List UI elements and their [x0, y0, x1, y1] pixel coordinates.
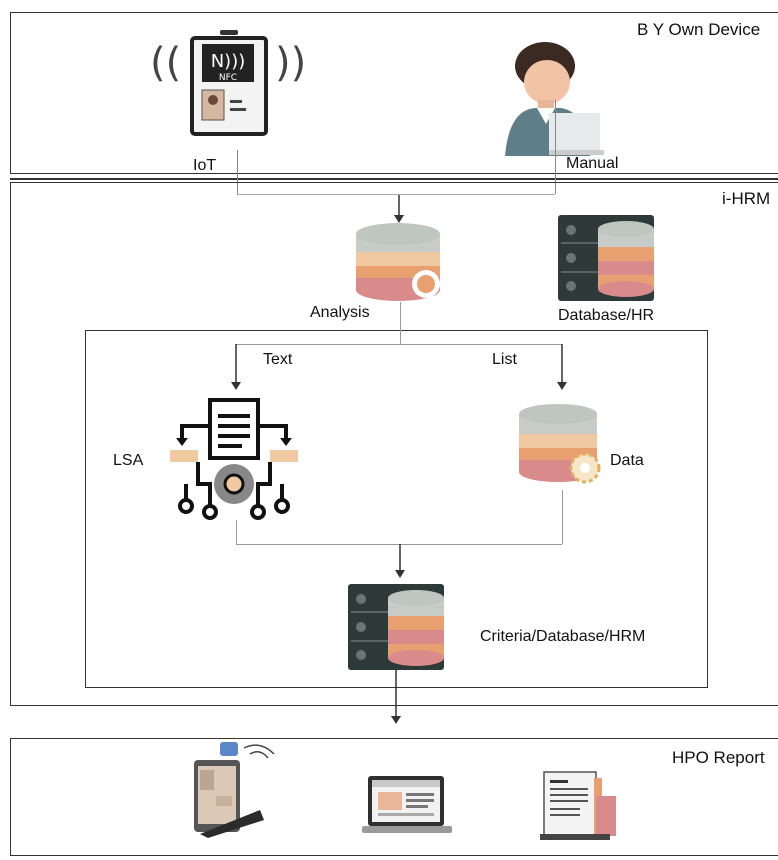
nfc-text: NFC — [219, 73, 237, 83]
lsa-label: LSA — [113, 452, 144, 469]
data-label: Data — [610, 452, 644, 469]
ihrm-panel-title: i-HRM — [722, 189, 771, 208]
svg-text:((: (( — [150, 40, 181, 86]
laptop-icon — [362, 776, 452, 833]
device-panel-title: B Y Own Device — [637, 20, 761, 39]
arrow-down-icon — [391, 670, 401, 724]
arrow-down-icon — [557, 344, 567, 390]
database-cylinder-icon — [356, 223, 440, 301]
svg-text:N))): N))) — [211, 51, 246, 72]
arrow-down-icon — [231, 344, 241, 390]
lsa-down-connector — [236, 520, 237, 544]
text-label: Text — [263, 351, 293, 368]
database-hr-label: Database/HR — [558, 307, 655, 324]
nfc-card-icon: (( )) N))) NFC — [150, 30, 306, 136]
device-panel — [10, 12, 778, 174]
criteria-label: Criteria/Database/HRM — [480, 628, 646, 645]
person-at-laptop-icon — [505, 42, 604, 156]
iot-label: IoT — [193, 157, 217, 174]
report-panel-title: HPO Report — [672, 748, 765, 767]
server-database-icon — [558, 215, 654, 301]
iot-connector — [237, 150, 238, 194]
manual-label: Manual — [566, 155, 619, 172]
input-connector — [237, 194, 555, 195]
device-panel-divider — [10, 178, 778, 180]
analysis-label: Analysis — [310, 304, 370, 321]
arrow-down-icon — [394, 195, 404, 223]
report-panel — [10, 738, 778, 856]
server-database-icon — [348, 584, 444, 670]
analysis-down-connector — [400, 302, 401, 344]
arrow-down-icon — [395, 544, 405, 578]
report-document-icon — [540, 771, 616, 840]
ihrm-panel — [10, 182, 778, 706]
document-network-icon — [170, 398, 298, 520]
mobile-hand-icon — [194, 742, 275, 838]
database-gear-icon — [519, 404, 601, 484]
manual-connector — [555, 100, 556, 194]
list-label: List — [492, 351, 517, 368]
merge-connector — [236, 544, 562, 545]
data-down-connector — [562, 490, 563, 544]
svg-text:)): )) — [275, 40, 306, 86]
split-connector — [236, 344, 562, 345]
